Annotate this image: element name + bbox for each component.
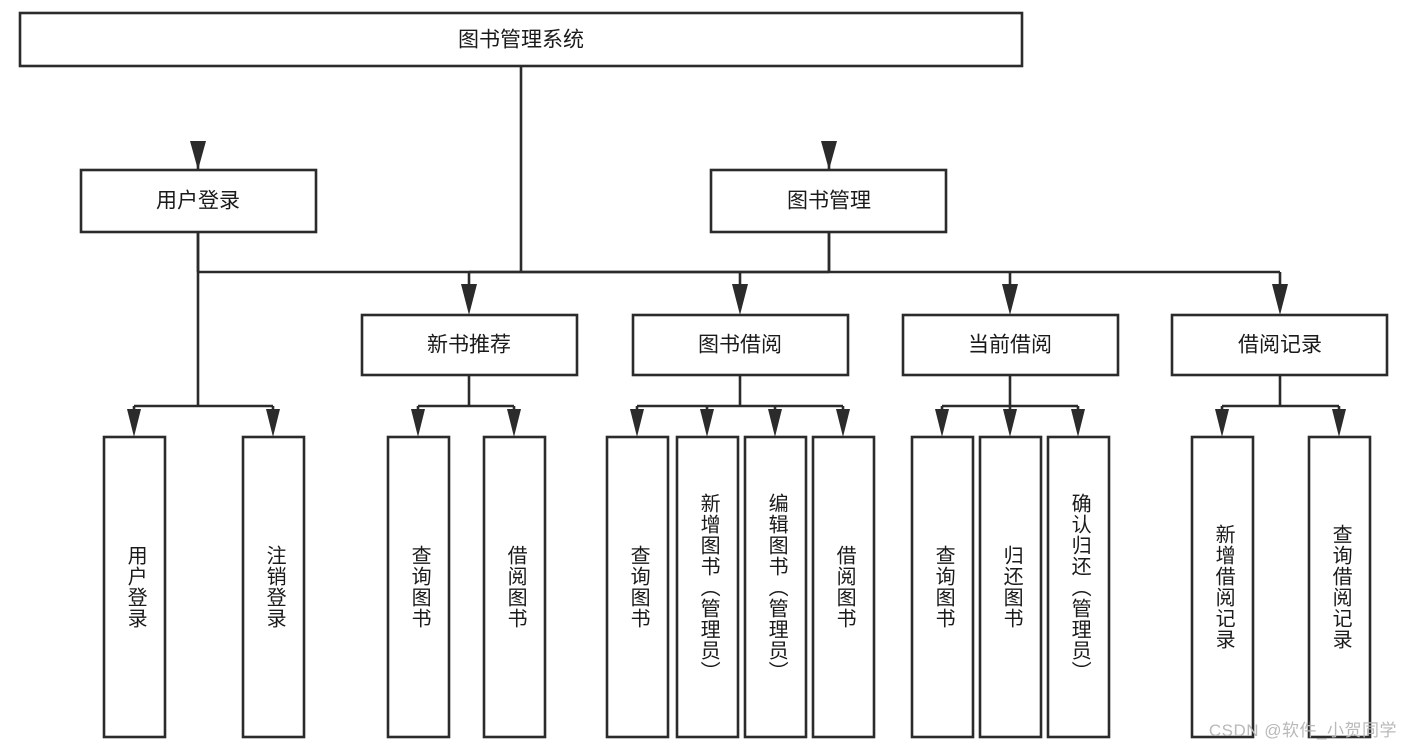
node-new-book-recommend[interactable]: [360, 313, 579, 377]
leaf-book-borrow-0[interactable]: [605, 435, 670, 739]
arrow-bookborrow-leaf-3: [768, 409, 782, 437]
leaf-borrow-record-1[interactable]: [1307, 435, 1372, 739]
arrow-borrowrecord-leaf-2: [1332, 409, 1346, 437]
label-borrow-record: 借阅记录: [1238, 334, 1322, 357]
leaf-user-login-0[interactable]: [102, 435, 167, 739]
arrow-bookborrow-leaf-1: [630, 409, 644, 437]
arrow-book-mgmt: [821, 141, 837, 170]
node-book-management[interactable]: [709, 168, 948, 234]
arrow-currentborrow-leaf-3: [1071, 409, 1085, 437]
label-new-book-recommend: 新书推荐: [427, 334, 511, 357]
edges-group: [127, 66, 1346, 437]
arrow-bookborrow-leaf-2: [700, 409, 714, 437]
leaf-current-borrow-0[interactable]: [910, 435, 975, 739]
nodes-group: [18, 11, 1389, 739]
node-user-login[interactable]: [79, 168, 318, 234]
arrow-bookborrow: [732, 284, 748, 315]
leaf-new-book-recommend-0[interactable]: [386, 435, 451, 739]
arrow-currentborrow-leaf-1: [935, 409, 949, 437]
label-book-management: 图书管理: [787, 190, 871, 213]
arrow-leaf-logout: [266, 409, 280, 437]
leaf-book-borrow-2[interactable]: [743, 435, 808, 739]
leaf-user-login-1[interactable]: [241, 435, 306, 739]
node-book-borrow[interactable]: [631, 313, 850, 377]
arrow-bookborrow-leaf-4: [836, 409, 850, 437]
label-current-borrow: 当前借阅: [968, 334, 1052, 357]
leaf-current-borrow-2[interactable]: [1046, 435, 1111, 739]
leaf-current-borrow-1[interactable]: [978, 435, 1043, 739]
label-book-borrow: 图书借阅: [698, 334, 782, 357]
arrow-newbook: [461, 284, 477, 315]
label-root: 图书管理系统: [458, 29, 584, 52]
label-user-login: 用户登录: [156, 190, 240, 213]
arrow-user-login: [190, 141, 206, 170]
leaf-book-borrow-3[interactable]: [811, 435, 876, 739]
horizontal-labels-group: 图书管理系统 用户登录 图书管理 新书推荐 图书借阅 当前借阅 借阅记录: [156, 29, 1322, 357]
node-borrow-record[interactable]: [1170, 313, 1389, 377]
leaf-book-borrow-1[interactable]: [675, 435, 740, 739]
arrow-currentborrow-leaf-2: [1003, 409, 1017, 437]
arrow-leaf-user-login: [127, 409, 141, 437]
arrow-currentborrow: [1002, 284, 1018, 315]
leaf-new-book-recommend-1[interactable]: [482, 435, 547, 739]
arrow-newbook-leaf-1: [411, 409, 425, 437]
arrow-borrowrecord: [1272, 284, 1288, 315]
arrow-newbook-leaf-2: [507, 409, 521, 437]
leaf-borrow-record-0[interactable]: [1190, 435, 1255, 739]
node-current-borrow[interactable]: [901, 313, 1120, 377]
csdn-watermark: CSDN @软件_小贺同学: [1208, 721, 1397, 740]
arrow-borrowrecord-leaf-1: [1215, 409, 1229, 437]
node-root-book-management-system[interactable]: [18, 11, 1024, 68]
